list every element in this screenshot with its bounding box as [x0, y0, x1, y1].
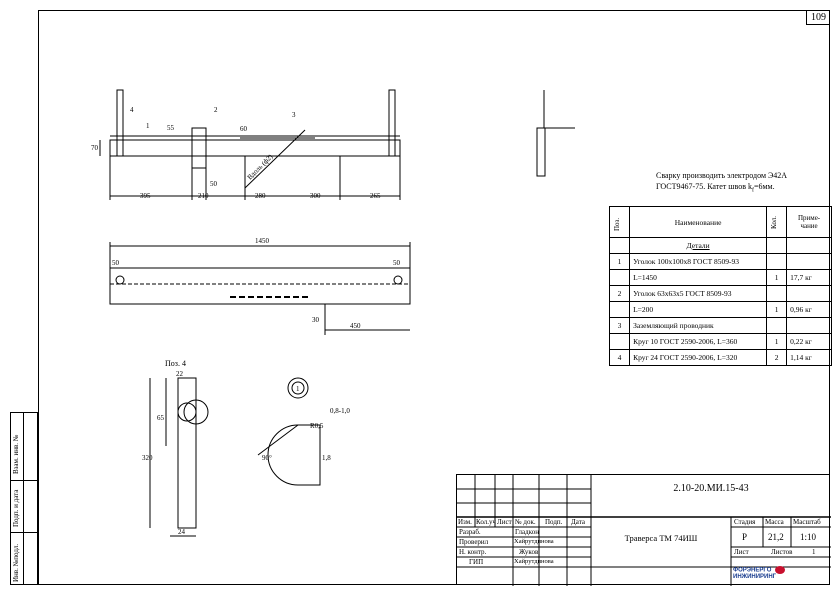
front-dim-210: 210: [198, 192, 209, 200]
front-dim-70: 70: [91, 144, 99, 152]
section-angle: [536, 127, 546, 177]
detail-dim-angle: 90°: [262, 454, 272, 462]
spec-header-pos: Поз.: [613, 217, 621, 231]
callout-3: 3: [292, 111, 296, 119]
plan-dim-50-left: 50: [112, 259, 120, 267]
stage-label: Стадия: [734, 518, 756, 526]
spec-header-note: Приме-чание: [786, 206, 833, 238]
front-angle-small: [191, 127, 207, 169]
spec-header-qty: Кол.: [770, 215, 779, 229]
front-rod-right: [388, 89, 396, 157]
detail-dim-gap: 0,8-1,0: [330, 407, 350, 415]
stage-value: Р: [742, 532, 748, 542]
pos4-title: Поз. 4: [165, 359, 186, 368]
welding-note-line2: ГОСТ9467-75. Катет швов k: [656, 182, 752, 191]
front-dim-55: 55: [167, 124, 175, 132]
welding-note: Сварку производить электродом Э42А ГОСТ9…: [656, 170, 816, 197]
callout-2: 2: [214, 106, 218, 114]
plan-dim-450: 450: [350, 322, 361, 330]
plan-dim-30: 30: [312, 316, 320, 324]
stamp-name-check: Хайрутдинова: [514, 538, 554, 545]
spec-row: L=200 1 0,96 кг: [608, 301, 833, 318]
stamp-header-kol: Кол.уч: [476, 518, 496, 526]
sheets-label: Листов: [771, 548, 793, 556]
drawing-title: Траверса ТМ 74ИШ: [624, 533, 698, 543]
spec-header-name: Наименование: [629, 206, 768, 238]
pos4-rod: [177, 377, 197, 529]
front-rod-left: [116, 89, 124, 157]
front-dim-50: 50: [210, 180, 218, 188]
spec-row: Круг 10 ГОСТ 2590-2006, L=360 1 0,22 кг: [608, 333, 833, 350]
mass-value: 21,2: [768, 532, 784, 542]
sheet-label: Лист: [734, 548, 749, 556]
front-dim-265: 265: [370, 192, 381, 200]
stamp-header-izm: Изм.: [458, 518, 472, 526]
detail-dim-depth: 1,8: [322, 454, 331, 462]
detail-dim-radius: R0,5: [310, 422, 324, 430]
stamp-header-date: Дата: [571, 518, 585, 526]
company-logo: ФОРЭНЕРГО ИНЖИНИРИНГ: [733, 566, 829, 580]
stamp-role-gip: ГИП: [469, 558, 484, 566]
spec-row: L=1450 1 17,7 кг: [608, 269, 833, 286]
front-dim-300: 300: [310, 192, 321, 200]
welding-note-line2-end: =6мм.: [753, 182, 775, 191]
stamp-header-list: Лист: [497, 518, 512, 526]
stamp-name-gip: Хайрутдинова: [514, 558, 554, 565]
welding-note-subscript: f: [751, 187, 754, 194]
plan-dim-50-right: 50: [393, 259, 401, 267]
sheet-number: 109: [806, 10, 830, 25]
front-dim-395: 395: [140, 192, 151, 200]
callout-1: 1: [146, 122, 150, 130]
pos4-dim-22: 22: [176, 370, 184, 378]
mass-label: Масса: [765, 518, 784, 526]
title-block: 2.10-20.МИ.15-43 Траверса ТМ 74ИШ Изм. К…: [456, 474, 831, 586]
stamp-name-control: Жуков: [519, 548, 539, 556]
pos4-dim-24: 24: [178, 528, 186, 536]
logo-icon: [775, 566, 786, 574]
plan-angle-beam: [109, 267, 411, 305]
spec-row: 1 Уголок 100х100х8 ГОСТ 8509-93: [608, 253, 833, 270]
spec-row: 4 Круг 24 ГОСТ 2590-2006, L=320 2 1,14 к…: [608, 349, 833, 366]
stamp-role-check: Проверил: [459, 538, 489, 546]
front-angle-beam: [109, 139, 401, 157]
callout-4: 4: [130, 106, 134, 114]
stamp-role-dev: Разраб.: [459, 528, 481, 536]
drawing-code: 2.10-20.МИ.15-43: [673, 483, 749, 494]
spec-section-title: Детали: [629, 237, 768, 254]
sheets-value: 1: [812, 548, 816, 556]
spec-row: 2 Уголок 63х63х5 ГОСТ 8509-93: [608, 285, 833, 302]
sidebar-stamp: Инв. №подл. Подп. и дата Взам. инв. №: [10, 412, 38, 585]
pos4-dim-320: 320: [142, 454, 153, 462]
pos4-dim-65: 65: [157, 414, 165, 422]
stamp-role-control: Н. контр.: [459, 548, 487, 556]
spec-row: 3 Заземляющий проводник: [608, 317, 833, 334]
plan-dim-1450: 1450: [255, 237, 270, 245]
welding-note-line1: Сварку производить электродом Э42А: [656, 171, 788, 180]
front-dim-60: 60: [240, 125, 248, 133]
stamp-header-doc: № док.: [515, 518, 536, 526]
scale-value: 1:10: [800, 532, 817, 542]
spec-table: Поз. Наименование Кол. Приме-чание Детал…: [608, 206, 833, 366]
detail-mark: 1: [296, 385, 300, 393]
stamp-header-sign: Подп.: [545, 518, 563, 526]
scale-label: Масштаб: [793, 518, 821, 526]
front-dim-280: 280: [255, 192, 266, 200]
front-rope-label: Вдоль (ф2): [246, 152, 275, 181]
stamp-name-dev: Гладкон: [515, 528, 539, 536]
